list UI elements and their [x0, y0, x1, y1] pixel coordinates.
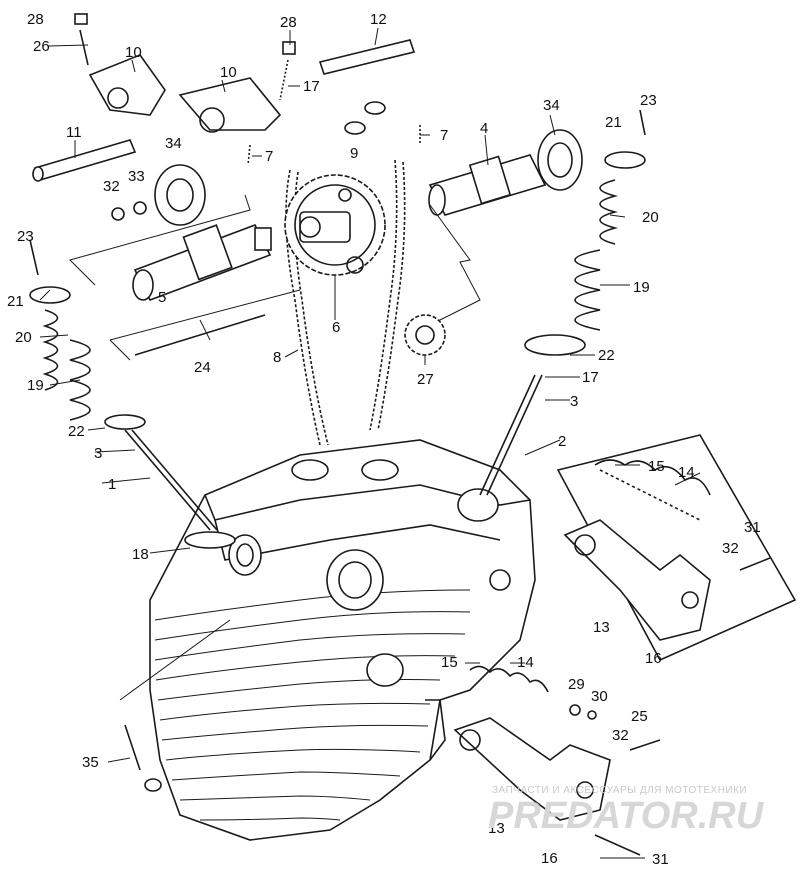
callout-13: 13: [488, 820, 505, 837]
callout-4: 4: [480, 120, 488, 137]
callout-20: 20: [15, 329, 32, 346]
callout-23: 23: [640, 92, 657, 109]
bearing-right: [537, 129, 583, 191]
callout-28: 28: [280, 14, 297, 31]
callout-29: 29: [568, 676, 585, 693]
callout-26: 26: [33, 38, 50, 55]
spark-plug: [124, 724, 162, 792]
callout-8: 8: [273, 349, 281, 366]
callout-34: 34: [543, 97, 560, 114]
watermark: ЗАПЧАСТИ И АКСЕССУАРЫ ДЛЯ МОТОТЕХНИКИ PR…: [488, 785, 765, 837]
tensioner-gear: [404, 314, 446, 356]
callout-10: 10: [125, 44, 142, 61]
callout-10: 10: [220, 64, 237, 81]
callout-16: 16: [645, 650, 662, 667]
callout-5: 5: [158, 289, 166, 306]
cam-sprocket: [284, 174, 386, 276]
callout-16: 16: [541, 850, 558, 867]
rocker-arm-left: [88, 54, 166, 116]
callout-15: 15: [648, 458, 665, 475]
callout-labels: 28 26 10 28 12 10 17 11 34 7 9 7 4 34 21…: [7, 11, 761, 868]
callout-2: 2: [558, 433, 566, 450]
cooling-fins: [154, 589, 471, 821]
callout-25: 25: [631, 708, 648, 725]
callout-22: 22: [68, 423, 85, 440]
callout-28: 28: [27, 11, 44, 28]
callout-17: 17: [582, 369, 599, 386]
inset-box: [556, 434, 797, 662]
stud: [134, 314, 266, 356]
callout-17: 17: [303, 78, 320, 95]
callout-34: 34: [165, 135, 182, 152]
callout-14: 14: [678, 464, 695, 481]
callout-27: 27: [417, 371, 434, 388]
callout-14: 14: [517, 654, 534, 671]
camshaft-right: [428, 154, 547, 216]
callout-7: 7: [440, 127, 448, 144]
callout-35: 35: [82, 754, 99, 771]
callout-32: 32: [103, 178, 120, 195]
rocker-shaft-12: [318, 39, 416, 75]
callout-7: 7: [265, 148, 273, 165]
callout-3: 3: [94, 445, 102, 462]
callout-3: 3: [570, 393, 578, 410]
camshaft-left: [132, 223, 272, 302]
small-fasteners: [29, 13, 646, 276]
valve-spring-right: [479, 151, 646, 496]
callout-1: 1: [108, 476, 116, 493]
callout-15: 15: [441, 654, 458, 671]
callout-22: 22: [598, 347, 615, 364]
callout-20: 20: [642, 209, 659, 226]
leader-lines: [39, 27, 701, 859]
callout-31: 31: [744, 519, 761, 536]
cylinder-head: [149, 439, 536, 841]
callout-24: 24: [194, 359, 211, 376]
callout-21: 21: [7, 293, 24, 310]
rocker-arm-right: [178, 77, 282, 133]
callout-30: 30: [591, 688, 608, 705]
rocker-shaft-11: [32, 139, 137, 182]
callout-12: 12: [370, 11, 387, 28]
lower-rocker-assembly: [453, 665, 661, 856]
callout-18: 18: [132, 546, 149, 563]
callout-13: 13: [593, 619, 610, 636]
valve-spring-left: [29, 286, 236, 549]
callout-32: 32: [612, 727, 629, 744]
callout-9: 9: [350, 145, 358, 162]
watermark-logo: PREDATOR.RU: [488, 795, 765, 837]
callout-11: 11: [66, 124, 82, 141]
bearing-left: [154, 164, 206, 226]
callout-32: 32: [722, 540, 739, 557]
callout-23: 23: [17, 228, 34, 245]
callout-19: 19: [633, 279, 650, 296]
callout-19: 19: [27, 377, 44, 394]
callout-33: 33: [128, 168, 145, 185]
watermark-tagline: ЗАПЧАСТИ И АКСЕССУАРЫ ДЛЯ МОТОТЕХНИКИ: [492, 785, 747, 796]
callout-21: 21: [605, 114, 622, 131]
callout-6: 6: [332, 319, 340, 336]
callout-31: 31: [652, 851, 669, 868]
